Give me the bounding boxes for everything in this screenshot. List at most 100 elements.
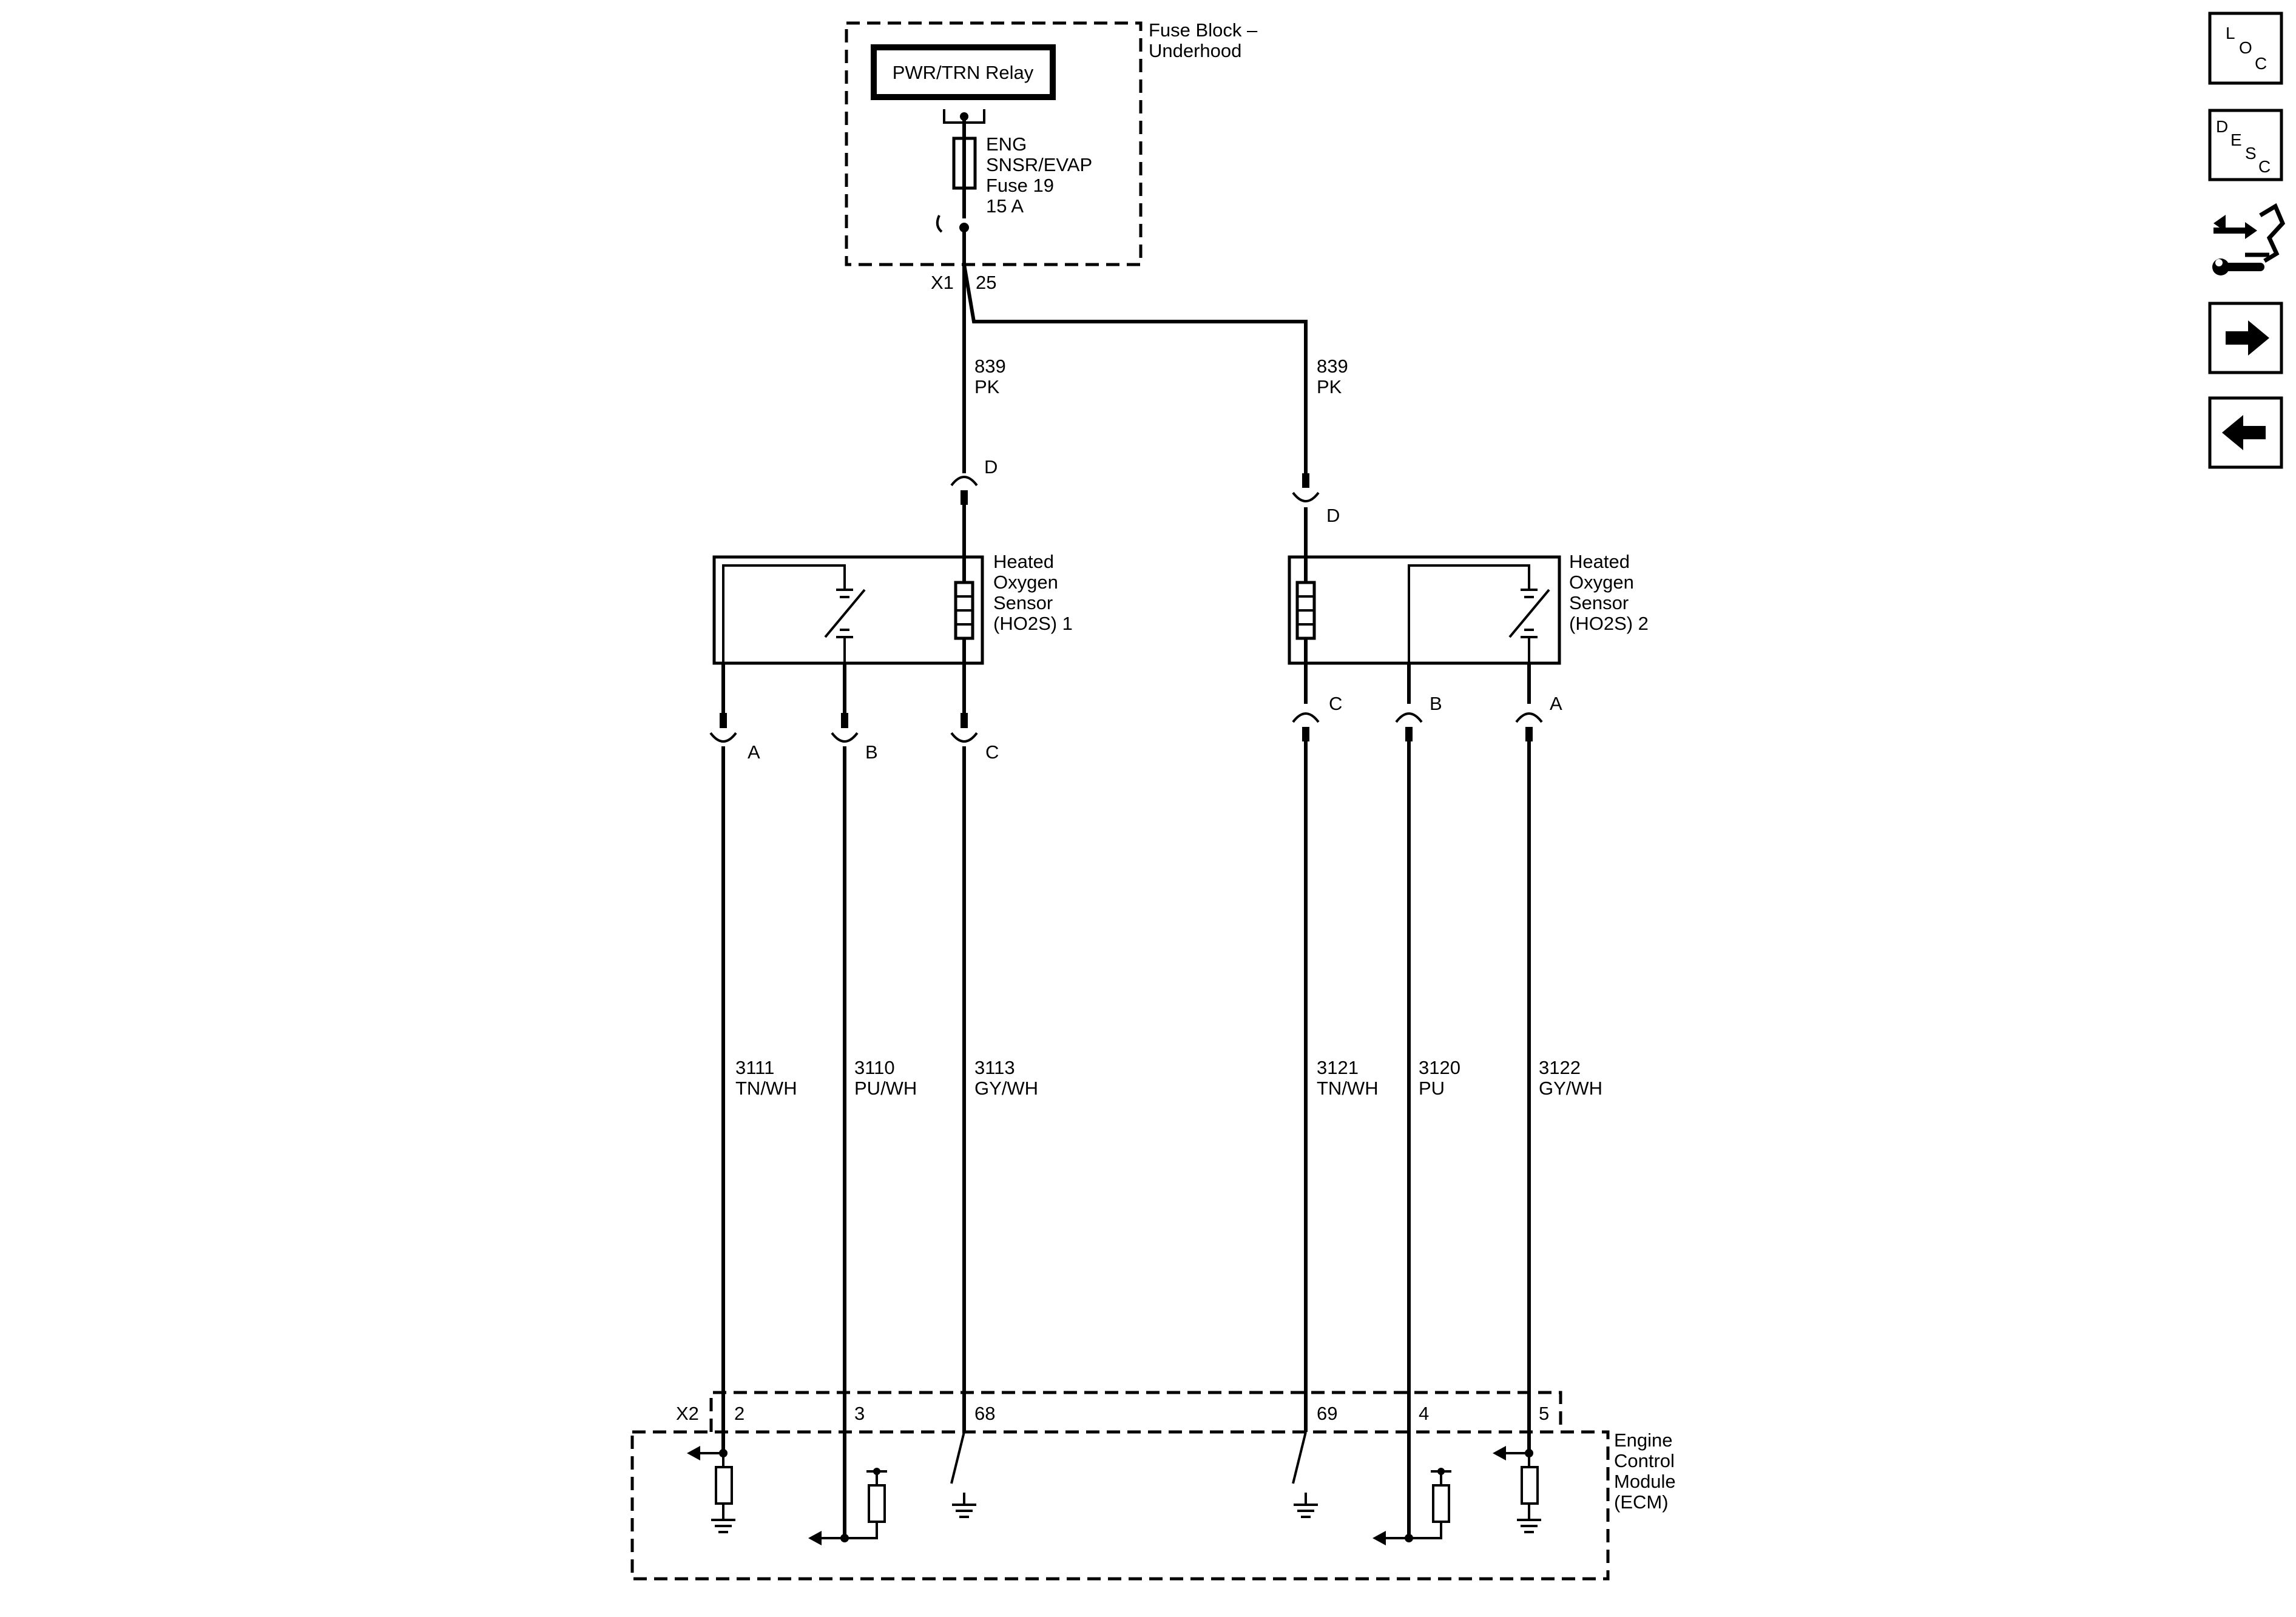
feed-right-circuit: 839 xyxy=(1317,356,1348,377)
next-page-button[interactable] xyxy=(2208,302,2283,374)
feed-left-circuit: 839 xyxy=(974,356,1006,377)
ecm-x2-connector-outline xyxy=(709,1391,1562,1432)
ecm-resistor-icon xyxy=(1521,1466,1539,1505)
ecm-pin-4: 4 xyxy=(1419,1403,1429,1424)
arrow-left-icon xyxy=(1373,1531,1386,1545)
feed-wire-right xyxy=(962,264,1308,473)
s1-a-circuit: 3111 xyxy=(735,1057,774,1078)
sensor-1-label-2: Oxygen xyxy=(993,572,1058,593)
ecm-label-1: Engine xyxy=(1614,1430,1673,1451)
s2-pin-d-label: D xyxy=(1326,505,1340,526)
s2-c-circuit: 3121 xyxy=(1317,1057,1359,1078)
s2-connector-b-icon xyxy=(1395,712,1423,723)
connector-end-view-button[interactable] xyxy=(2210,200,2286,279)
s1-connector-a-icon xyxy=(709,732,737,743)
engine-control-module: X2 2 3 68 69 4 5 Engine Control Module (… xyxy=(630,1391,1676,1581)
s2-b-color: PU xyxy=(1419,1078,1445,1099)
description-button[interactable]: D E S C xyxy=(2208,109,2283,181)
s2-a-color: GY/WH xyxy=(1539,1078,1602,1099)
oxygen-sensor-2: Heated Oxygen Sensor (HO2S) 2 xyxy=(1288,551,1649,665)
arrow-right-icon xyxy=(2226,320,2269,356)
sensor-2-label-4: (HO2S) 2 xyxy=(1569,613,1649,634)
ecm-pullup-resistor-icon xyxy=(868,1484,886,1523)
s1-connector-b-icon xyxy=(831,732,859,743)
s1-b-circuit: 3110 xyxy=(854,1057,895,1078)
s2-pin-a-label: A xyxy=(1550,693,1562,714)
fuse-label-2: SNSR/EVAP xyxy=(986,154,1092,175)
s1-connector-d-icon xyxy=(950,476,978,487)
ecm-switch-icon xyxy=(1292,1431,1307,1484)
relay-box xyxy=(871,44,1056,100)
sensor-2-label-2: Oxygen xyxy=(1569,572,1634,593)
ecm-switch-icon xyxy=(950,1431,965,1484)
ecm-pin-2: 2 xyxy=(734,1403,745,1424)
arrow-left-icon xyxy=(1493,1446,1506,1460)
s2-connector-a-icon xyxy=(1515,712,1543,723)
fuse-block: Fuse Block – Underhood PWR/TRN Relay ENG… xyxy=(845,19,1258,266)
sensor-2-outline xyxy=(1288,555,1561,665)
desc-letter-c: C xyxy=(2258,157,2271,176)
sensor-1-label-4: (HO2S) 1 xyxy=(993,613,1073,634)
s1-connector-c-icon xyxy=(950,732,978,743)
nav-toolbar: L O C D E S C xyxy=(2208,12,2286,469)
s1-a-color: TN/WH xyxy=(735,1078,797,1099)
desc-letter-d: D xyxy=(2216,117,2228,136)
fuse-block-label-1: Fuse Block – xyxy=(1149,19,1258,41)
ecm-label-2: Control xyxy=(1614,1450,1675,1471)
s1-pin-b-label: B xyxy=(865,741,878,763)
s2-pin-c-label: C xyxy=(1329,693,1342,714)
connector-end-view-icon xyxy=(2212,203,2286,275)
ecm-pin-3: 3 xyxy=(854,1403,865,1424)
s1-pin-a-label: A xyxy=(748,741,760,763)
s1-b-color: PU/WH xyxy=(854,1078,917,1099)
ecm-pin-5: 5 xyxy=(1539,1403,1549,1424)
s1-pin-c-label: C xyxy=(985,741,999,763)
ecm-resistor-icon xyxy=(715,1466,733,1505)
feed-left-color: PK xyxy=(974,376,1000,397)
desc-letter-e: E xyxy=(2230,130,2242,149)
location-button[interactable]: L O C xyxy=(2208,12,2283,85)
ecm-outline xyxy=(630,1430,1610,1581)
sensor-2-label-1: Heated xyxy=(1569,551,1630,572)
s2-connector-c-icon xyxy=(1292,712,1320,723)
x1-pin-label: 25 xyxy=(976,272,996,293)
s2-a-circuit: 3122 xyxy=(1539,1057,1581,1078)
s1-pin-d-label: D xyxy=(984,456,998,478)
fuse-block-label-2: Underhood xyxy=(1149,40,1241,61)
s2-c-color: TN/WH xyxy=(1317,1078,1379,1099)
ecm-x2-label: X2 xyxy=(676,1403,699,1424)
s1-c-color: GY/WH xyxy=(974,1078,1038,1099)
ecm-label-3: Module xyxy=(1614,1471,1676,1492)
ecm-pin-68: 68 xyxy=(974,1403,995,1424)
s1-c-circuit: 3113 xyxy=(974,1057,1015,1078)
oxygen-sensor-1: Heated Oxygen Sensor (HO2S) 1 xyxy=(712,551,1073,665)
feed-right-color: PK xyxy=(1317,376,1342,397)
loc-letter-o: O xyxy=(2239,38,2252,57)
sensor-1-label-3: Sensor xyxy=(993,592,1053,613)
x1-connector-label: X1 xyxy=(931,272,954,293)
loc-letter-l: L xyxy=(2226,24,2235,42)
s2-b-circuit: 3120 xyxy=(1419,1057,1460,1078)
desc-letter-s: S xyxy=(2245,144,2257,163)
loc-letter-c: C xyxy=(2255,54,2267,73)
arrow-left-icon xyxy=(687,1446,700,1460)
fuse-block-outline xyxy=(845,21,1143,266)
s2-connector-d-icon xyxy=(1292,491,1320,502)
sensor-1-label-1: Heated xyxy=(993,551,1054,572)
fuse-label-3: Fuse 19 xyxy=(986,175,1054,196)
arrow-left-icon xyxy=(808,1531,822,1545)
splice-hook-icon xyxy=(936,215,943,233)
previous-page-button[interactable] xyxy=(2208,396,2283,469)
fuse-label-1: ENG xyxy=(986,133,1027,155)
sensor-2-label-3: Sensor xyxy=(1569,592,1629,613)
sensor-1-switch-icon xyxy=(824,589,866,638)
sensor-2-switch-icon xyxy=(1508,589,1550,638)
ecm-pin-69: 69 xyxy=(1317,1403,1337,1424)
arrow-left-icon xyxy=(2222,415,2266,450)
fuse-label-4: 15 A xyxy=(986,195,1024,217)
ecm-label-4: (ECM) xyxy=(1614,1491,1669,1513)
s2-pin-b-label: B xyxy=(1430,693,1442,714)
relay-label: PWR/TRN Relay xyxy=(893,62,1034,83)
ecm-pullup-resistor-icon xyxy=(1432,1484,1450,1523)
